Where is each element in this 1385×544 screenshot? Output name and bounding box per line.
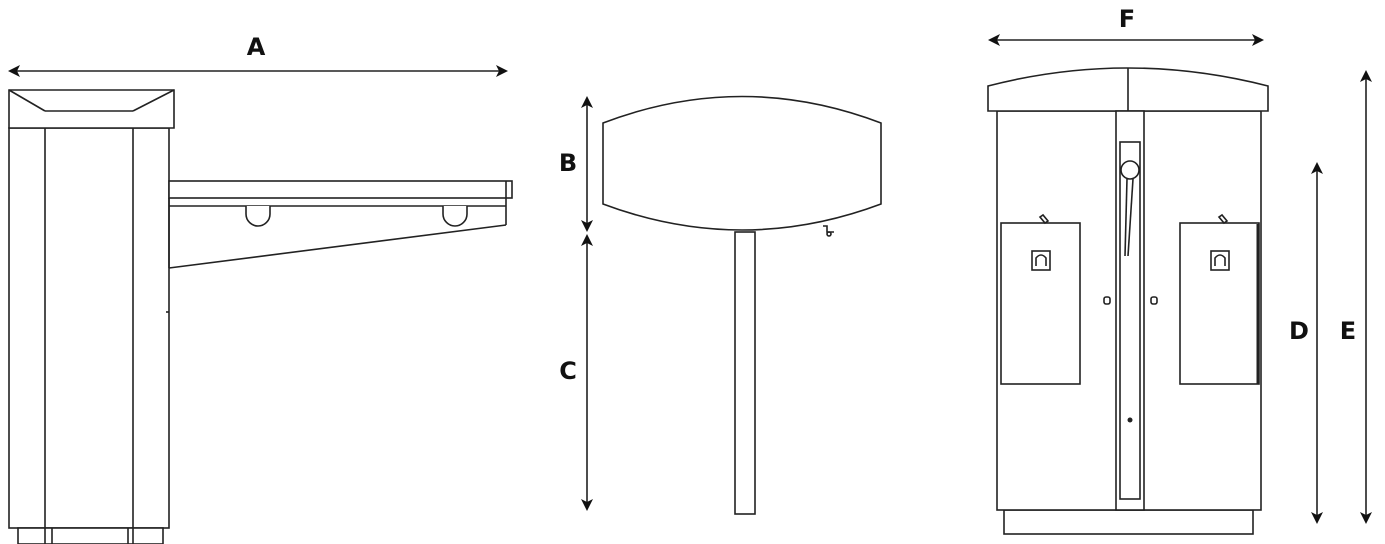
side-view: A <box>8 33 513 544</box>
dimension-f-label: F <box>1119 5 1135 33</box>
side-view-base <box>17 527 164 544</box>
front-view-nozzle <box>1120 160 1140 257</box>
top-view-fitting <box>823 225 834 237</box>
front-view: F D E <box>987 5 1372 535</box>
front-view-knob-left <box>1103 296 1111 305</box>
front-view-panel-left <box>1000 213 1081 385</box>
dimension-d-label: D <box>1289 317 1309 345</box>
side-view-light-2 <box>442 206 468 227</box>
top-view-head <box>602 95 882 231</box>
side-view-column <box>8 127 170 529</box>
front-view-plinth <box>1003 509 1254 535</box>
dimension-b-label: B <box>559 149 577 177</box>
front-view-panel-right <box>1179 213 1260 385</box>
dimension-e-label: E <box>1340 317 1356 345</box>
dimension-a-label: A <box>247 33 266 61</box>
side-view-canopy <box>168 180 513 269</box>
top-view-pole <box>734 231 756 515</box>
side-view-cap <box>8 89 175 129</box>
side-view-light-1 <box>245 206 271 227</box>
dimension-c-label: C <box>559 357 577 385</box>
front-view-keyhole <box>1127 417 1133 423</box>
front-view-knob-right <box>1150 296 1158 305</box>
top-view: B C <box>559 95 882 515</box>
